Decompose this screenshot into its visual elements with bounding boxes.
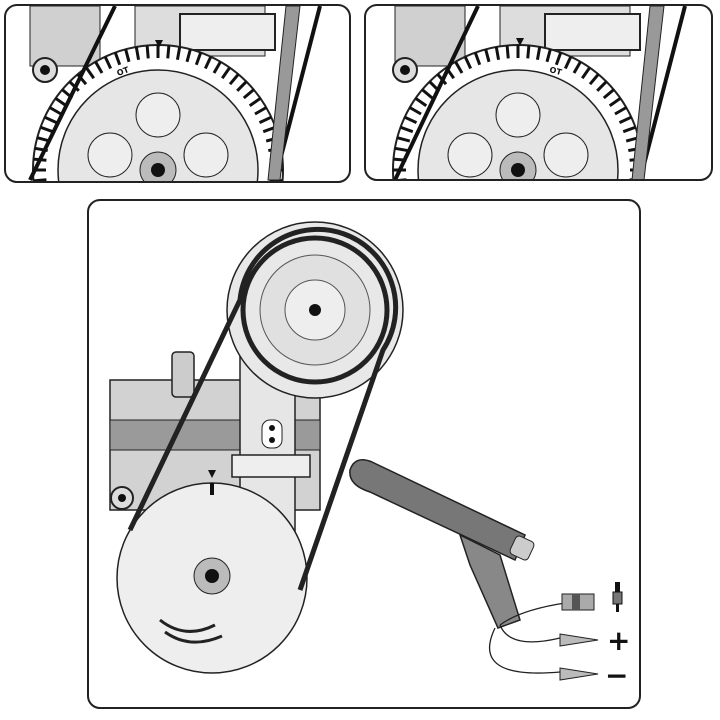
- timing-pointer-icon: [155, 40, 163, 48]
- gear-tick: [400, 125, 414, 134]
- crankshaft-gear: [392, 44, 644, 191]
- gear-tick: [396, 136, 411, 143]
- gear-tick: [608, 97, 622, 107]
- gear-tick: [70, 249, 79, 258]
- gear-tick: [535, 46, 542, 60]
- gear-tick: [78, 256, 86, 266]
- gear-tick: [56, 234, 67, 241]
- gear-tick: [563, 56, 573, 70]
- gear-tick: [242, 88, 255, 100]
- inductive-clamp-icon: [561, 593, 595, 611]
- drive-belt: [127, 226, 399, 591]
- gear-tick: [45, 217, 57, 222]
- spark-plug-icon: [612, 582, 623, 612]
- gear-mark: OT: [116, 65, 131, 78]
- panel-timing-mark-aligned: OT: [364, 4, 713, 191]
- gear-tick: [40, 125, 54, 134]
- panel-timing-light-usage: + −: [87, 199, 641, 709]
- gear-tick: [254, 106, 268, 116]
- gear-tick: [572, 60, 582, 74]
- gear-tick: [103, 56, 113, 70]
- gear-tick: [526, 45, 531, 59]
- gear-tick: [48, 106, 62, 116]
- gear-tick: [145, 45, 150, 59]
- gear-tick: [454, 60, 464, 74]
- gear-tick: [33, 178, 47, 181]
- gear-tick: [268, 189, 281, 191]
- gear-tick: [463, 56, 473, 70]
- gear-tick: [588, 73, 600, 86]
- positive-clip-icon: [559, 633, 599, 647]
- timing-light-gun: [349, 459, 535, 629]
- gear-tick: [166, 45, 171, 59]
- gear-tick: [113, 52, 122, 66]
- gear-tick: [44, 115, 58, 125]
- timing-pointer-icon: [208, 470, 216, 478]
- gear-tick: [408, 106, 422, 116]
- gear-tick: [134, 46, 141, 60]
- gear-tick: [85, 66, 95, 80]
- gear-tick: [545, 48, 552, 63]
- gear-tick: [596, 80, 608, 92]
- timing-pointer-icon: [516, 38, 524, 46]
- upper-pulley: [226, 221, 404, 399]
- gear-tick: [62, 242, 72, 250]
- crankshaft-pulley: [116, 482, 308, 674]
- gear-tick: [194, 52, 203, 66]
- gear-tick: [404, 115, 418, 125]
- gear-mark: OT: [548, 65, 563, 77]
- gear-tick: [203, 56, 213, 70]
- minus-label: −: [605, 659, 628, 692]
- gear-tick: [395, 189, 408, 191]
- gear-tick: [494, 46, 501, 60]
- gear-tick: [414, 97, 428, 107]
- cables: [489, 602, 566, 674]
- gear-tick: [212, 60, 222, 74]
- gear-tick: [581, 66, 591, 80]
- gear-tick: [258, 115, 272, 125]
- panel-timing-mark-misaligned: OT: [4, 4, 351, 266]
- gear-tick: [54, 97, 68, 107]
- negative-clip-icon: [559, 667, 599, 681]
- gear-tick: [473, 52, 482, 66]
- gear-tick: [221, 66, 231, 80]
- gear-tick: [35, 189, 48, 191]
- gear-tick: [602, 88, 615, 100]
- gear-tick: [484, 48, 491, 63]
- gear-tick: [421, 88, 434, 100]
- gear-tick: [554, 52, 563, 66]
- gear-tick: [228, 73, 240, 86]
- gear-tick: [41, 208, 53, 212]
- gear-tick: [394, 146, 408, 153]
- gear-tick: [248, 97, 262, 107]
- gear-tick: [628, 189, 641, 191]
- gear-tick: [175, 46, 182, 60]
- gear-tick: [124, 48, 131, 63]
- gear-tick: [505, 45, 510, 59]
- gear-tick: [622, 125, 636, 134]
- gear-tick: [185, 48, 192, 63]
- gear-tick: [37, 199, 50, 202]
- pulley-timing-mark: [210, 483, 214, 495]
- gear-tick: [50, 226, 61, 233]
- gear-tick: [94, 60, 104, 74]
- gear-tick: [614, 106, 628, 116]
- gear-tick: [618, 115, 632, 125]
- plus-label: +: [607, 624, 630, 657]
- gear-tick: [236, 80, 248, 92]
